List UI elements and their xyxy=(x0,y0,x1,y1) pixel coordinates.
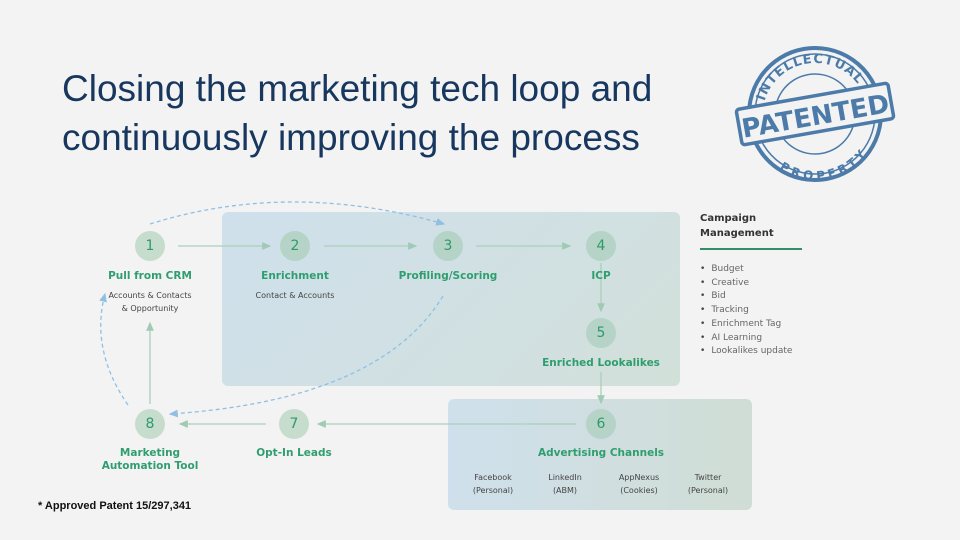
dashed-arrow-8-1 xyxy=(99,292,129,406)
list-item: AI Learning xyxy=(700,332,792,346)
patented-stamp: INTELLECTUAL PROPERTY PATENTED xyxy=(734,43,896,188)
list-item: Bid xyxy=(700,290,792,304)
channel-appnexus: AppNexus(Cookies) xyxy=(618,473,660,495)
slide-title: Closing the marketing tech loop and conti… xyxy=(62,64,652,162)
list-item: Budget xyxy=(700,263,792,277)
dashed-arrow-1-3 xyxy=(149,201,446,226)
divider xyxy=(700,248,802,250)
step-2-label: Enrichment xyxy=(261,270,329,282)
step-6-label: Advertising Channels xyxy=(537,447,665,459)
step-3-circle: 3 xyxy=(433,231,463,261)
channel-linkedin: LinkedIn(ABM) xyxy=(548,473,582,495)
step-4-label: ICP xyxy=(591,270,611,282)
patent-footnote: * Approved Patent 15/297,341 xyxy=(38,500,192,512)
step-5-label: Enriched Lookalikes xyxy=(542,357,660,369)
list-item: Lookalikes update xyxy=(700,345,792,359)
step-7-circle: 7 xyxy=(279,409,309,439)
channel-facebook: Facebook(Personal) xyxy=(472,473,514,495)
title-line-1: Closing the marketing tech loop and xyxy=(62,68,653,109)
step-3-label: Profiling/Scoring xyxy=(398,270,498,282)
dashed-arrow-3-8 xyxy=(168,295,444,418)
list-item: Tracking xyxy=(700,304,792,318)
step-1-circle: 1 xyxy=(135,231,165,261)
step-2-sub: Contact & Accounts xyxy=(255,291,335,300)
list-item: Creative xyxy=(700,277,792,291)
step-5-circle: 5 xyxy=(586,318,616,348)
step-7-label: Opt-In Leads xyxy=(256,447,332,459)
step-4-circle: 4 xyxy=(586,231,616,261)
step-1-label: Pull from CRM xyxy=(108,270,192,282)
channel-twitter: Twitter(Personal) xyxy=(687,473,729,495)
step-2-circle: 2 xyxy=(280,231,310,261)
step-8-circle: 8 xyxy=(135,409,165,439)
campaign-list: Budget Creative Bid Tracking Enrichment … xyxy=(700,263,792,359)
step-6-circle: 6 xyxy=(586,409,616,439)
step-1-sub: Accounts & Contacts& Opportunity xyxy=(108,291,192,313)
list-item: Enrichment Tag xyxy=(700,318,792,332)
title-line-2: continuously improving the process xyxy=(62,117,640,158)
